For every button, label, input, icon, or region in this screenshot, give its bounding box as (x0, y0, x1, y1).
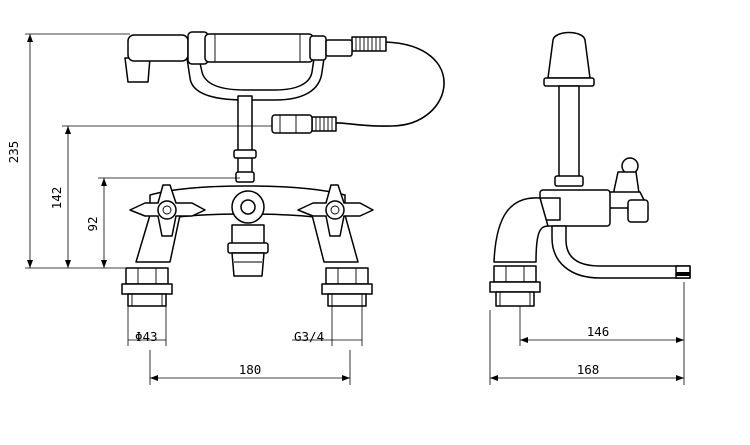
side-leg (493, 197, 549, 263)
dim-label-235: 235 (6, 141, 21, 164)
dim-label-92: 92 (85, 216, 100, 231)
dimension-diameter (127, 306, 167, 346)
hose-elbow (271, 114, 313, 134)
dimension-thread (292, 306, 363, 346)
dimension-180 (149, 350, 351, 385)
side-inlet (489, 265, 541, 307)
side-body (539, 189, 649, 227)
shower-handset (124, 31, 353, 83)
shower-hose (334, 41, 445, 127)
riser-tube (233, 95, 257, 183)
left-cross-handle (129, 184, 206, 237)
dimension-146 (519, 282, 685, 346)
dim-label-142: 142 (49, 187, 64, 210)
dim-label-180: 180 (239, 362, 262, 377)
right-cross-handle (297, 184, 374, 237)
dim-label-diameter: Φ43 (135, 329, 158, 344)
dim-label-thread: G3/4 (294, 329, 324, 344)
diverter-outlet (227, 190, 269, 277)
dim-label-168: 168 (577, 362, 600, 377)
dimension-92 (98, 177, 240, 268)
side-view: 146 168 (489, 31, 691, 385)
left-inlet (121, 267, 173, 307)
hose-connector-lower (311, 116, 337, 132)
side-riser (554, 85, 584, 187)
dimension-168 (489, 310, 685, 385)
dimension-142 (62, 125, 272, 268)
side-handset-cap (543, 31, 595, 87)
hose-connector-top (351, 36, 387, 52)
right-inlet (321, 267, 373, 307)
dim-label-146: 146 (587, 324, 610, 339)
dimension-235 (25, 33, 130, 269)
side-spout-outlet (676, 272, 690, 276)
front-view: 235 142 92 Φ43 G3/4 (6, 31, 445, 385)
side-spout (551, 225, 691, 279)
